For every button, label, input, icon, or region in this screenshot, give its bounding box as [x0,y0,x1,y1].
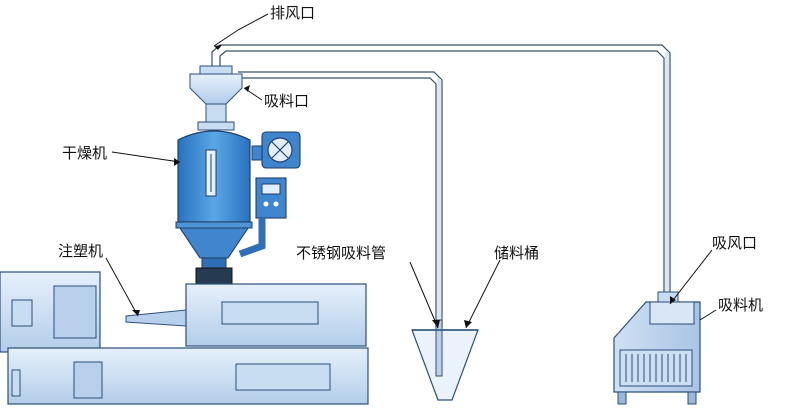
exhaust-pipe-fill [665,52,669,300]
leader-arrowheads [132,45,676,328]
suction-pipe [238,71,443,328]
label-suction-port: 吸料口 [264,92,309,110]
injection-molding-machine [0,271,369,405]
suction-pipe-fill [437,79,441,328]
dryer-body [175,130,253,285]
label-air-suction-port: 吸风口 [712,234,757,252]
loader-machine [613,291,701,405]
dryer-control-box [238,177,287,258]
label-exhaust-port: 排风口 [270,4,315,22]
label-injection-machine: 注塑机 [58,242,103,260]
dryer-blower [251,131,301,169]
exhaust-pipe [211,44,671,300]
label-loader: 吸料机 [718,296,763,314]
storage-bucket [411,319,479,401]
dryer-top-hopper [189,65,243,131]
label-dryer: 干燥机 [62,144,107,162]
label-steel-pipe: 不锈钢吸料管 [296,244,386,262]
leader-lines [105,13,717,329]
label-storage-bucket: 储料桶 [494,244,539,262]
